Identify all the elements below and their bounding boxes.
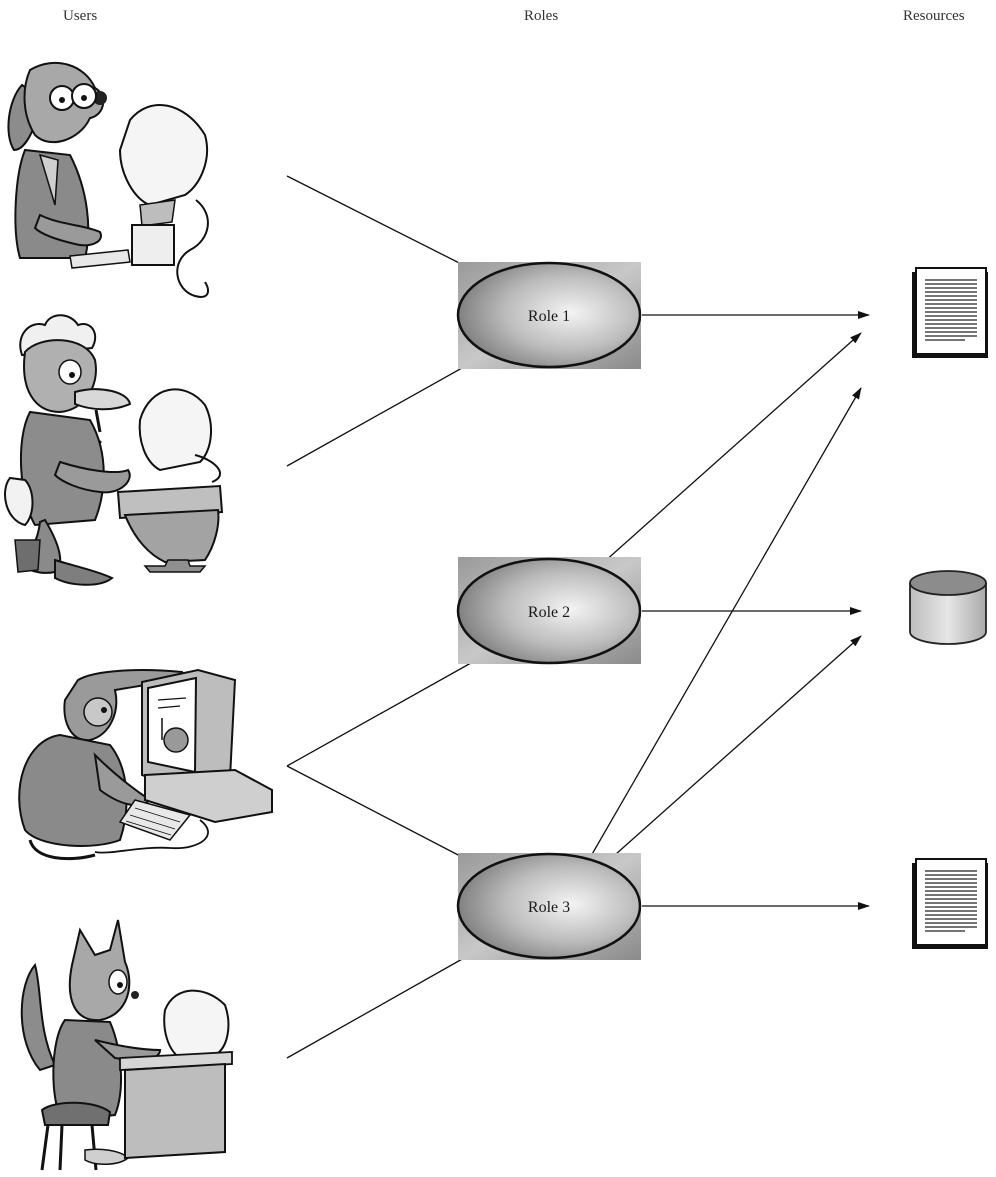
arrow-user3-role3 [286,765,488,871]
role-label: Role 3 [528,899,570,916]
role-node-1: Role 1 [456,261,642,369]
document-icon [912,267,988,358]
database-icon [909,570,987,645]
user-role-arrows [286,175,488,1059]
role-label: Role 2 [528,604,570,621]
cat-at-computer-icon [20,919,233,1171]
role-label: Role 1 [528,308,570,325]
role-resource-arrows [590,311,870,910]
resources-header: Resources [903,8,965,24]
arrow-user4-role3 [286,944,488,1059]
arrow-role3-res2 [606,635,862,863]
arrow-user1-role1 [286,175,488,278]
arrow-role3-res1 [590,387,862,857]
role-node-2: Role 2 [456,557,642,665]
arrow-role2-res1 [603,332,862,563]
users-header: Users [63,8,98,24]
roles-header: Roles [524,8,559,24]
duck-at-computer-icon [4,314,224,586]
monkey-at-computer-icon [18,668,273,861]
document-icon [912,858,988,949]
arrow-user2-role1 [286,353,488,467]
arrow-user3-role2 [286,653,488,767]
dog-at-computer-icon [7,61,209,298]
role-node-3: Role 3 [456,852,642,960]
